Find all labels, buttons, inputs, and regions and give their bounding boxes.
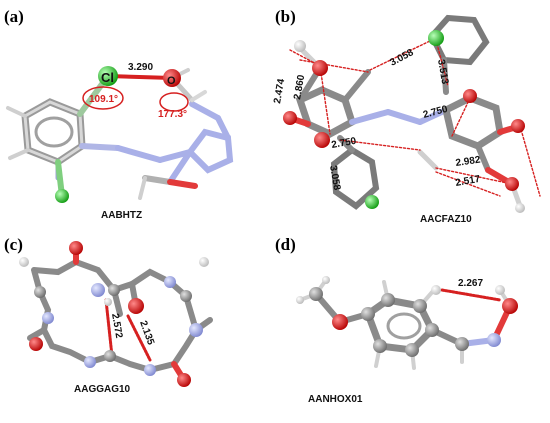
b-dist-9: 2.517 (455, 174, 482, 189)
d-carbon-6 (373, 339, 387, 353)
d-carbon-3 (413, 299, 427, 313)
b-refcode: AACFAZ10 (420, 214, 472, 225)
b-dist-1: 3.058 (388, 47, 416, 69)
d-dist-1: 2.267 (458, 278, 483, 289)
d-carbon-4 (425, 323, 439, 337)
b-dist-5: 2.750 (331, 136, 358, 151)
d-nitrogen (487, 333, 501, 347)
panel-b: (b) (272, 7, 541, 225)
b-oxygen-4 (511, 119, 525, 133)
d-refcode: AANHOX01 (308, 394, 363, 405)
c-oxygen-1 (69, 241, 83, 255)
c-nitrogen-5 (84, 356, 96, 368)
c-oxygen-4 (177, 373, 191, 387)
panel-a-label: (a) (4, 7, 24, 26)
a-angle1-ring (82, 86, 124, 110)
c-hydrogen-2 (199, 257, 209, 267)
panel-a-molecule: Cl O (6, 66, 234, 203)
b-oxygen-6 (463, 89, 477, 103)
c-oxygen-3 (29, 337, 43, 351)
a-angle2-ring (159, 92, 189, 112)
a-chlorine2-atom (55, 189, 69, 203)
b-hydrogen-1 (294, 40, 306, 52)
panel-d-label: (d) (275, 235, 296, 254)
c-contacts (104, 298, 152, 362)
b-oxygen-1 (312, 60, 328, 76)
d-carbon-7 (455, 337, 469, 351)
c-refcode: AAGGAG10 (74, 384, 131, 395)
d-hydrogen-4 (322, 276, 330, 284)
panel-a: (a) (4, 7, 234, 221)
d-oxygen-1 (332, 314, 348, 330)
b-chlorine-2 (365, 195, 379, 209)
panel-c-molecule (19, 241, 213, 387)
c-oxygen-2 (128, 298, 144, 314)
c-dist-1: 2.572 (109, 313, 124, 340)
c-hydrogen-3 (104, 298, 112, 306)
a-chlorine-atom (98, 66, 118, 86)
c-hydrogen-1 (19, 257, 29, 267)
a-angle1: 109.1° (89, 94, 118, 105)
b-dist-2: 2.474 (272, 78, 287, 105)
d-hydrogen-1 (431, 285, 441, 295)
a-oxygen-atom (163, 69, 181, 87)
b-dist-8: 2.982 (455, 155, 482, 169)
panel-b-molecule (283, 14, 541, 213)
panel-b-label: (b) (275, 7, 296, 26)
d-hydrogen-2 (495, 285, 505, 295)
panel-d: (d) (275, 235, 518, 405)
b-dist-7: 3.058 (327, 165, 342, 192)
c-carbon-1 (34, 286, 46, 298)
panel-c-label: (c) (4, 235, 23, 254)
c-nitrogen-1 (91, 283, 105, 297)
a-refcode: AABHTZ (101, 210, 142, 221)
d-carbon-1 (361, 307, 375, 321)
d-carbon-8 (309, 287, 323, 301)
a-angle2: 177.3° (158, 109, 187, 120)
b-contacts (289, 37, 541, 197)
panel-d-molecule (296, 276, 518, 370)
c-nitrogen-6 (164, 276, 176, 288)
a-cl-label: Cl (101, 70, 114, 85)
panel-c: (c) (4, 235, 213, 395)
d-contact-line (440, 288, 502, 302)
b-oxygen-2 (283, 111, 297, 125)
c-carbon-3 (180, 290, 192, 302)
d-hydrogen-3 (296, 296, 304, 304)
b-dist-3: 2.860 (292, 74, 307, 101)
b-oxygen-3 (314, 132, 330, 148)
a-o-label: O (167, 75, 176, 87)
c-nitrogen-4 (144, 364, 156, 376)
d-carbon-5 (405, 343, 419, 357)
b-oxygen-5 (505, 177, 519, 191)
a-contact-line (106, 74, 174, 80)
c-carbon-2 (108, 284, 120, 296)
b-dist-4: 3.513 (435, 59, 450, 86)
c-nitrogen-3 (189, 323, 203, 337)
c-carbon-4 (104, 350, 116, 362)
c-nitrogen-2 (42, 312, 54, 324)
b-hydrogen-2 (515, 203, 525, 213)
a-distance: 3.290 (128, 62, 153, 73)
d-carbon-2 (381, 293, 395, 307)
b-chlorine-1 (428, 30, 444, 46)
d-oxygen-2 (502, 298, 518, 314)
